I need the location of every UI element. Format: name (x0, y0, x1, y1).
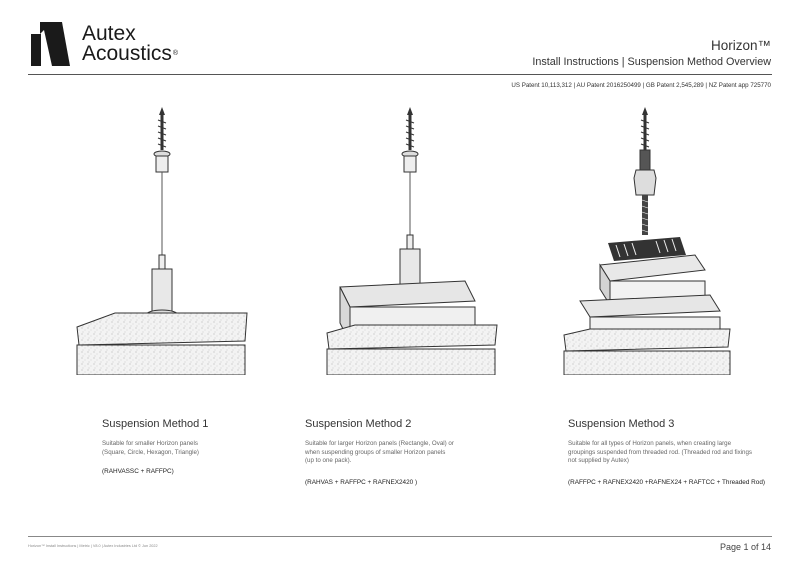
registered-mark: ® (172, 50, 179, 57)
method-2-illustration (326, 107, 498, 375)
method-3-desc-line: groupings suspended from threaded rod. (… (568, 448, 753, 456)
product-title: Horizon™ (710, 38, 771, 53)
patent-line: US Patent 10,113,312 | AU Patent 2016250… (511, 82, 771, 89)
document-subtitle: Install Instructions | Suspension Method… (532, 56, 771, 68)
brand-line-1: Autex (82, 22, 136, 45)
method-3-desc-line: Suitable for all types of Horizon panels… (568, 440, 732, 447)
header-divider (28, 74, 772, 75)
method-2-title: Suspension Method 2 (305, 418, 412, 430)
method-1-illustration (76, 107, 248, 375)
autex-logo-icon (31, 22, 70, 66)
method-2-desc-line: when suspending groups of smaller Horizo… (305, 448, 446, 456)
method-2-desc-line: (up to one pack). (305, 457, 352, 465)
method-1-parts: (RAHVASSC + RAFFPC) (102, 468, 174, 475)
method-3-description: Suitable for all types of Horizon panels… (568, 440, 752, 466)
method-2-parts: (RAHVAS + RAFFPC + RAFNEX2420 ) (305, 479, 418, 486)
method-3-title: Suspension Method 3 (568, 418, 675, 430)
brand-name: Autex Acoustics® (82, 22, 179, 65)
method-1-description: Suitable for smaller Horizon panels (Squ… (102, 440, 199, 457)
footer-divider (28, 536, 772, 537)
footer-note: Horizon™ Install Instructions | Metric |… (28, 544, 158, 548)
method-1-title: Suspension Method 1 (102, 418, 209, 430)
page-number: Page 1 of 14 (719, 542, 771, 552)
brand-line-2: Acoustics (82, 42, 172, 65)
method-3-parts: (RAFFPC + RAFNEX2420 +RAFNEX24 + RAFTCC … (568, 479, 765, 486)
method-3-desc-line: not supplied by Autex) (568, 457, 629, 465)
method-2-desc-line: Suitable for larger Horizon panels (Rect… (305, 440, 454, 447)
method-2-description: Suitable for larger Horizon panels (Rect… (305, 440, 454, 466)
method-1-desc-line: Suitable for smaller Horizon panels (102, 440, 198, 447)
method-3-illustration (563, 107, 731, 375)
method-1-desc-line: (Square, Circle, Hexagon, Triangle) (102, 448, 199, 456)
